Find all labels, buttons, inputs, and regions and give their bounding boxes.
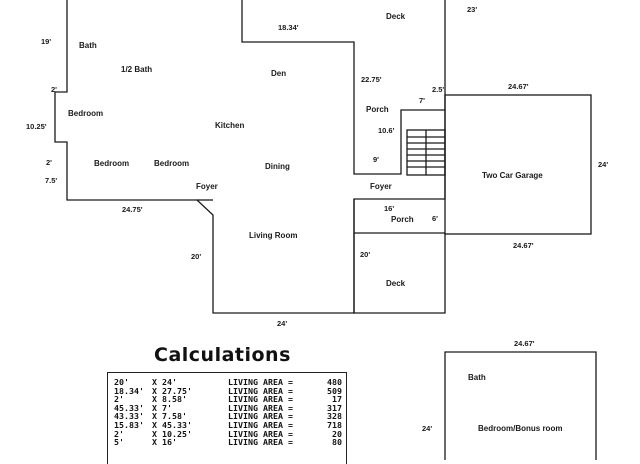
calculation-cell-b: X 10.25' <box>152 428 192 439</box>
room-deck-bottom: Deck <box>386 279 406 288</box>
dim-6: 6' <box>432 214 438 223</box>
dim-2-b: 2' <box>46 158 52 167</box>
dim-2-5: 2.5' <box>432 85 444 94</box>
calculation-cell-b: X 8.58' <box>152 394 187 405</box>
dim-7: 7' <box>419 96 425 105</box>
calculation-cell-label: LIVING AREA = <box>228 402 293 413</box>
wall-lines <box>54 0 597 460</box>
calculation-cell-value: 718 <box>327 419 342 430</box>
room-dining: Dining <box>265 162 290 171</box>
dim-2-a: 2' <box>51 85 57 94</box>
calculation-row: 2' X 8.58' LIVING AREA = 17 <box>114 395 346 404</box>
dim-24-bonus: 24' <box>422 424 432 433</box>
calculation-row: 18.34' X 27.75' LIVING AREA = 509 <box>114 385 346 396</box>
calculation-cell-b: X 45.33' <box>152 419 192 430</box>
calculation-cell-a: 20' <box>114 377 129 387</box>
dim-10-25: 10.25' <box>26 122 47 131</box>
room-porch-lower: Porch <box>391 215 414 224</box>
calculation-cell-value: 20 <box>332 428 342 439</box>
dim-20-left: 20' <box>191 252 201 261</box>
stairs <box>406 129 446 176</box>
dim-22-75: 22.75' <box>361 75 382 84</box>
calculation-cell-label: LIVING AREA = <box>228 437 293 448</box>
dim-24-garage: 24' <box>598 160 608 169</box>
room-garage: Two Car Garage <box>482 171 543 180</box>
calculation-row: 15.83' X 45.33' LIVING AREA = 718 <box>114 421 346 430</box>
dim-16: 16' <box>384 204 394 213</box>
dim-24-67-mid: 24.67' <box>513 241 534 250</box>
deck-bottom-outline <box>353 233 446 314</box>
calculation-cell-a: 18.34' <box>114 385 144 396</box>
room-bath: Bath <box>79 41 97 50</box>
calculation-cell-label: LIVING AREA = <box>228 411 293 422</box>
dim-24-75: 24.75' <box>122 205 143 214</box>
calculation-cell-a: 5' <box>114 437 124 448</box>
calculation-cell-b: X 7' <box>152 402 172 413</box>
dim-20-right: 20' <box>360 250 370 259</box>
room-deck-top: Deck <box>386 12 406 21</box>
dim-24-67-top: 24.67' <box>508 82 529 91</box>
calculations-title: Calculations <box>154 344 291 366</box>
room-half-bath: 1/2 Bath <box>121 65 152 74</box>
calculation-cell-value: 509 <box>327 385 342 396</box>
room-foyer-left: Foyer <box>196 182 218 191</box>
calculation-row: 5' X 16' LIVING AREA = 80 <box>114 438 346 447</box>
room-foyer-right: Foyer <box>370 182 392 191</box>
dim-7-5: 7.5' <box>45 176 57 185</box>
dim-24-67-bonus: 24.67' <box>514 339 535 348</box>
dim-23: 23' <box>467 5 477 14</box>
room-porch-upper: Porch <box>366 105 389 114</box>
calculation-row: 2' X 10.25' LIVING AREA = 20 <box>114 428 346 439</box>
dim-18-34: 18.34' <box>278 23 299 32</box>
calculation-cell-a: 2' <box>114 394 124 405</box>
calculation-cell-a: 45.33' <box>114 402 144 413</box>
den-deck-walls <box>241 0 446 175</box>
calculation-cell-value: 480 <box>327 377 342 387</box>
calculation-cell-label: LIVING AREA = <box>228 377 293 387</box>
room-bedroom-left: Bedroom <box>68 109 103 118</box>
calculation-cell-a: 2' <box>114 428 124 439</box>
calculation-cell-b: X 7.58' <box>152 411 187 422</box>
calculation-cell-b: X 27.75' <box>152 385 192 396</box>
dim-19: 19' <box>41 37 51 46</box>
calculation-row: 45.33' X 7' LIVING AREA = 317 <box>114 404 346 413</box>
calculations-table: 20' X 24' LIVING AREA = 480 18.34' X 27.75' LI… <box>107 372 347 464</box>
calculation-cell-value: 80 <box>332 437 342 448</box>
calculation-cell-label: LIVING AREA = <box>228 385 293 396</box>
calculation-row: 20' X 24' LIVING AREA = 480 <box>114 378 346 387</box>
calculation-cell-value: 328 <box>327 411 342 422</box>
calculation-cell-label: LIVING AREA = <box>228 419 293 430</box>
room-bedroom-lower-1: Bedroom <box>94 159 129 168</box>
main-outline <box>54 0 446 314</box>
dim-24-bottom: 24' <box>277 319 287 328</box>
calculation-cell-label: LIVING AREA = <box>228 428 293 439</box>
calculation-cell-value: 317 <box>327 402 342 413</box>
calculation-cell-value: 17 <box>332 394 342 405</box>
dim-9: 9' <box>373 155 379 164</box>
calculation-cell-b: X 16' <box>152 437 177 448</box>
room-den: Den <box>271 69 286 78</box>
dim-10-6: 10.6' <box>378 126 395 135</box>
bonus-room-outline <box>444 351 597 460</box>
garage-outline <box>444 94 592 235</box>
calculation-row: 43.33' X 7.58' LIVING AREA = 328 <box>114 412 346 421</box>
room-bedroom-lower-2: Bedroom <box>154 159 189 168</box>
room-bonus: Bedroom/Bonus room <box>478 424 562 433</box>
calculation-cell-a: 43.33' <box>114 411 144 422</box>
room-kitchen: Kitchen <box>215 121 244 130</box>
calculation-cell-label: LIVING AREA = <box>228 394 293 405</box>
calculation-cell-b: X 24' <box>152 377 177 387</box>
room-living-room: Living Room <box>249 231 297 240</box>
calculation-cell-a: 15.83' <box>114 419 144 430</box>
room-bath-bonus: Bath <box>468 373 486 382</box>
